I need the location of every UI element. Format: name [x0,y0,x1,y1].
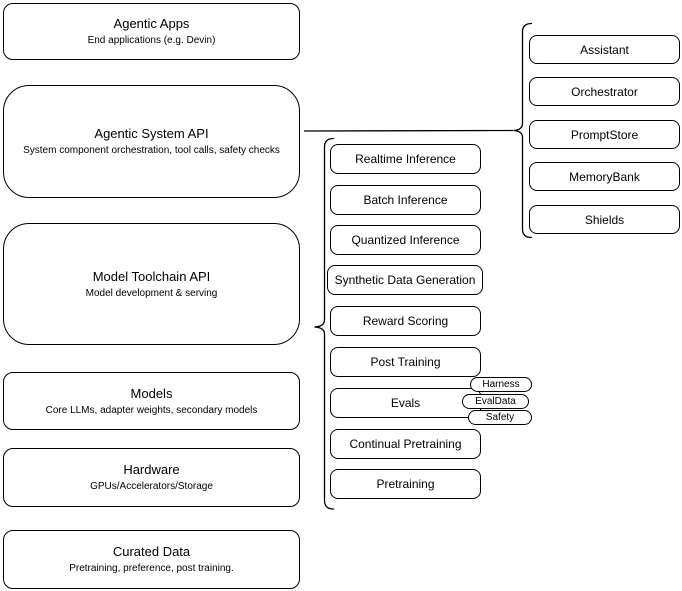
box-hardware: Hardware GPUs/Accelerators/Storage [3,448,300,507]
box-agentic-system-api: Agentic System API System component orch… [3,85,300,198]
box-label: Continual Pretraining [349,437,462,451]
box-label: Assistant [580,42,629,57]
box-label: Reward Scoring [362,314,449,328]
box-label: Pretraining [376,477,435,491]
box-batch-inference: Batch Inference [330,185,481,215]
box-subtitle: GPUs/Accelerators/Storage [90,481,213,492]
box-post-training: Post Training [330,347,481,377]
box-pretraining: Pretraining [330,469,481,499]
box-label: Synthetic Data Generation [334,273,476,287]
system-api-connector-line [303,129,514,132]
box-shields: Shields [529,205,680,234]
box-assistant: Assistant [529,35,680,64]
box-agentic-apps: Agentic Apps End applications (e.g. Devi… [3,3,300,60]
tag-safety: Safety [468,410,532,425]
box-title: Models [130,385,173,401]
box-title: Hardware [123,462,180,477]
box-label: PromptStore [570,127,639,142]
box-reward-scoring: Reward Scoring [330,306,481,336]
box-evals: Evals [330,388,481,418]
tag-label: Harness [482,378,520,390]
box-model-toolchain-api: Model Toolchain API Model development & … [3,223,300,345]
box-synthetic-data-generation: Synthetic Data Generation [327,265,483,295]
box-label: Quantized Inference [351,233,460,247]
box-memorybank: MemoryBank [529,162,680,191]
box-label: MemoryBank [569,169,640,184]
box-realtime-inference: Realtime Inference [330,144,481,174]
box-label: Shields [584,212,625,227]
box-subtitle: Core LLMs, adapter weights, secondary mo… [45,404,258,416]
box-curated-data: Curated Data Pretraining, preference, po… [3,530,300,589]
box-label: Post Training [370,355,441,369]
box-quantized-inference: Quantized Inference [330,225,481,255]
box-label: Realtime Inference [355,152,456,166]
box-title: Curated Data [112,544,191,559]
box-title: Agentic Apps [113,16,190,31]
box-subtitle: Pretraining, preference, post training. [69,563,234,574]
box-promptstore: PromptStore [529,120,680,149]
box-subtitle: System component orchestration, tool cal… [23,145,280,156]
box-label: Evals [390,396,421,410]
tag-label: EvalData [475,395,516,407]
box-label: Orchestrator [571,84,638,99]
box-subtitle: Model development & serving [85,287,218,299]
box-subtitle: End applications (e.g. Devin) [87,35,216,46]
tag-label: Safety [485,411,515,423]
box-models: Models Core LLMs, adapter weights, secon… [3,372,300,430]
box-label: Batch Inference [363,193,448,207]
tag-evaldata: EvalData [462,394,529,409]
box-orchestrator: Orchestrator [529,77,680,106]
box-title: Agentic System API [94,126,209,141]
box-continual-pretraining: Continual Pretraining [330,429,481,459]
box-title: Model Toolchain API [92,268,211,284]
tag-harness: Harness [470,377,532,392]
